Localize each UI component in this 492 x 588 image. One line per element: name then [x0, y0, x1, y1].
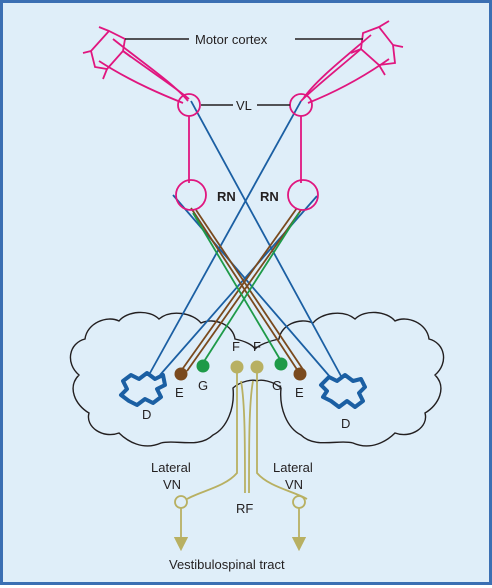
motor-cortex-label: Motor cortex [195, 32, 268, 47]
rn-left-label: RN [217, 189, 236, 204]
vestibular-pathways [173, 373, 308, 552]
fastigial-nucleus-right [250, 360, 264, 374]
g-left-label: G [198, 378, 208, 393]
vn-right-label: VN [285, 477, 303, 492]
cerebellar-pathways-diagram: Motor cortex VL RN RN D E G F F G E D La… [69, 20, 445, 572]
e-left-label: E [175, 385, 184, 400]
d-right-label: D [341, 416, 350, 431]
g-right-label: G [272, 378, 282, 393]
dentate-tracts [149, 100, 342, 379]
globose-tracts [192, 212, 300, 364]
globose-nucleus-left [196, 359, 210, 373]
lateral-vn-right-label: Lateral [273, 460, 313, 475]
rn-right-label: RN [260, 189, 279, 204]
dentate-nucleus-left [119, 371, 167, 407]
rf-label: RF [236, 501, 253, 516]
fastigial-nucleus-left [230, 360, 244, 374]
emboliform-nucleus-left [174, 367, 188, 381]
cerebellum-outline [69, 311, 445, 447]
f-right-label: F [253, 339, 261, 354]
dentate-nucleus-right [319, 373, 367, 409]
d-left-label: D [142, 407, 151, 422]
cortex-pathways [82, 20, 404, 211]
globose-nucleus-right [274, 357, 288, 371]
vestibulospinal-tract-label: Vestibulospinal tract [169, 557, 285, 572]
lateral-vn-left-label: Lateral [151, 460, 191, 475]
vl-label: VL [236, 98, 252, 113]
f-left-label: F [232, 339, 240, 354]
vn-left-label: VN [163, 477, 181, 492]
e-right-label: E [295, 385, 304, 400]
emboliform-nucleus-right [293, 367, 307, 381]
label-leaders [125, 38, 363, 106]
